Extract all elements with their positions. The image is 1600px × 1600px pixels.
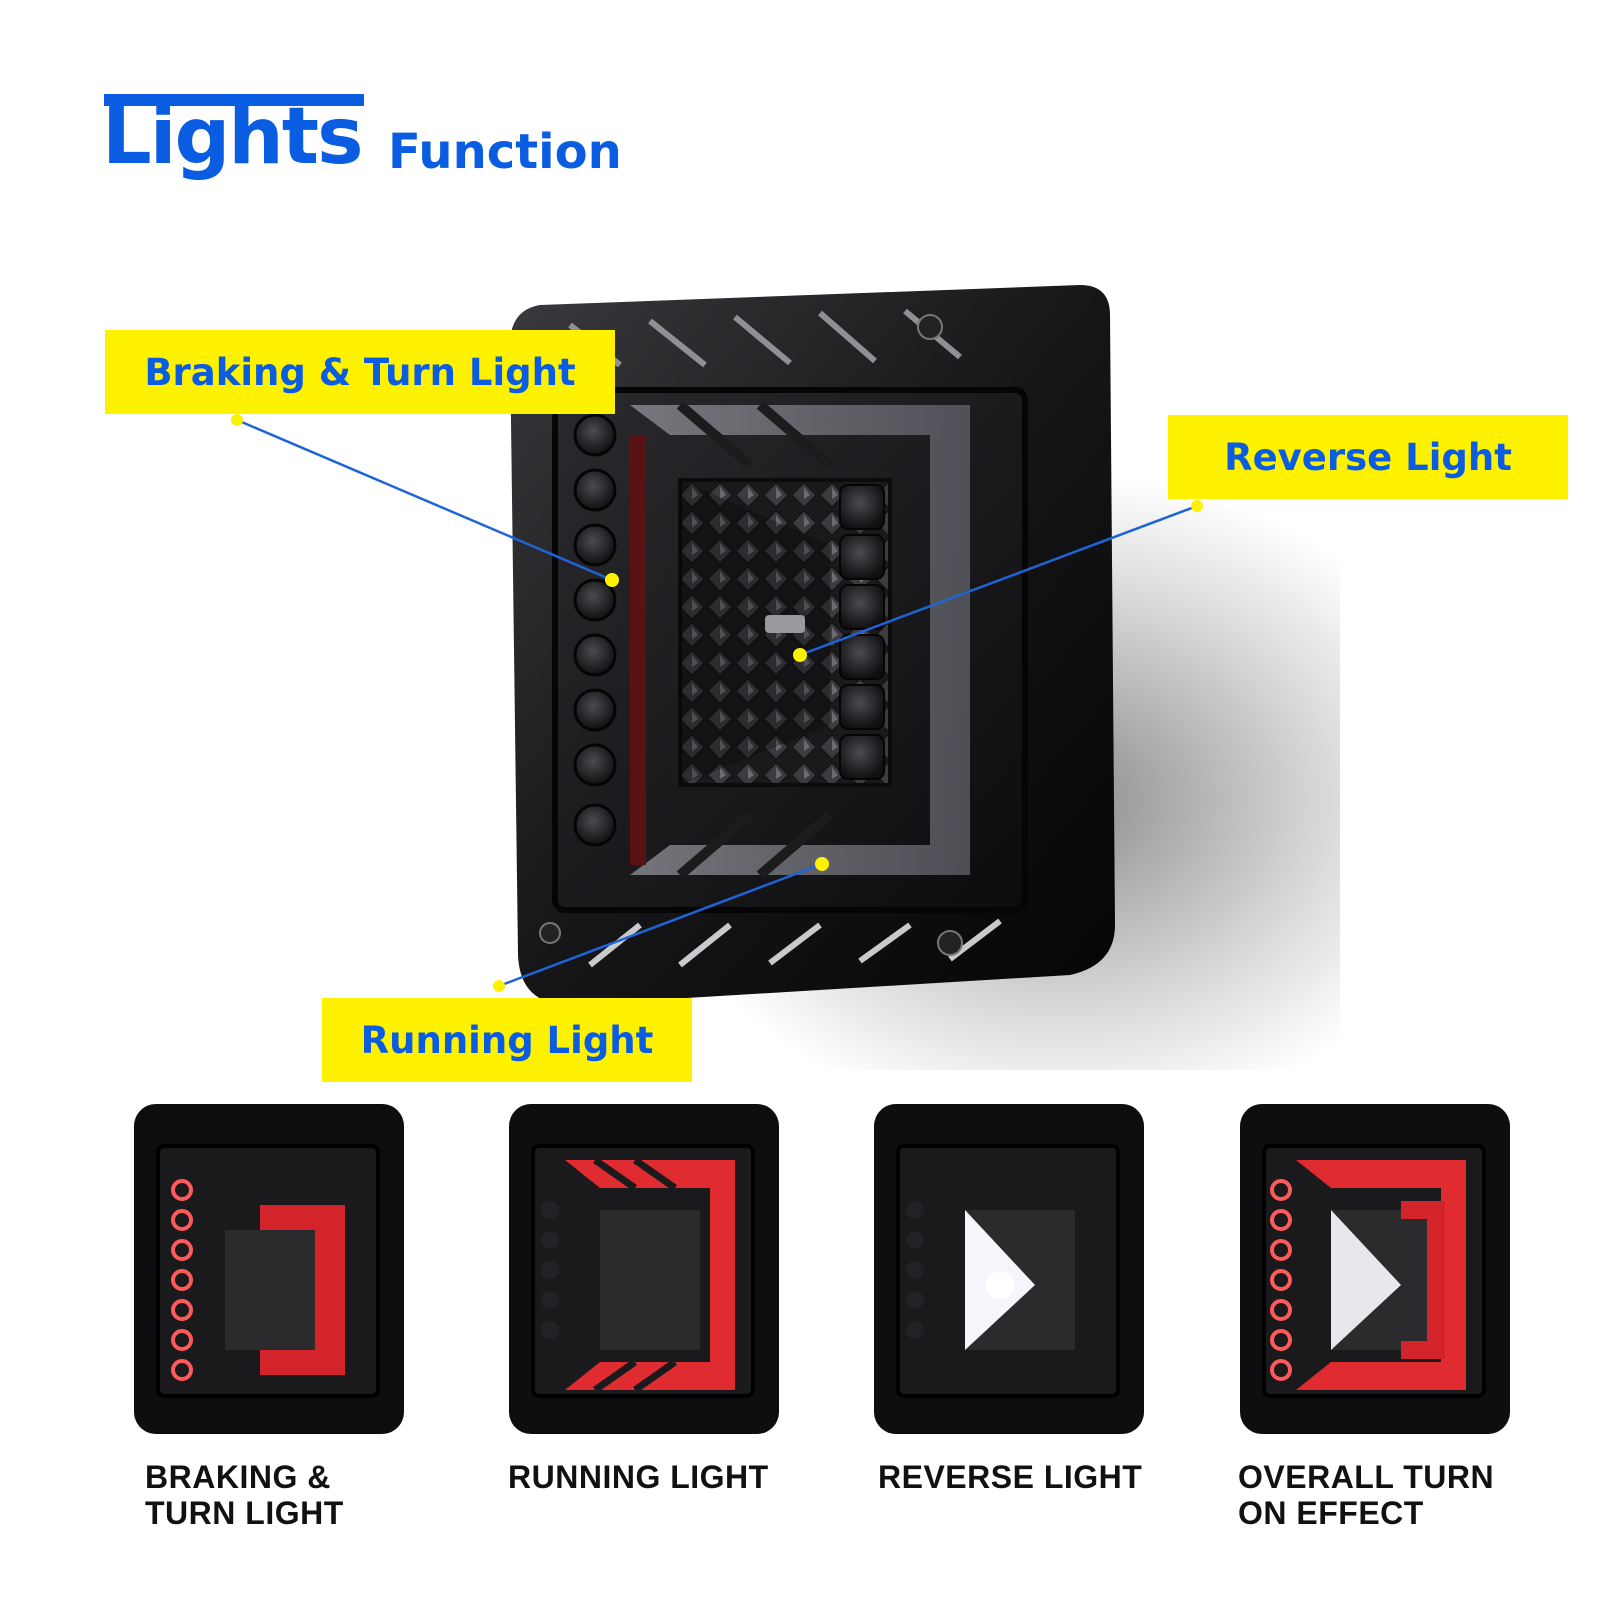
- page-subtitle: Function: [388, 124, 622, 180]
- thumbnail-braking-turn: [134, 1104, 404, 1434]
- thumbnail-reverse-light: [874, 1104, 1144, 1434]
- caption-braking-turn: BRAKING & TURN LIGHT: [145, 1459, 445, 1532]
- caption-line: ON EFFECT: [1238, 1494, 1424, 1531]
- thumbnail-running-light: [509, 1104, 779, 1434]
- caption-line: OVERALL TURN: [1238, 1459, 1495, 1495]
- caption-line: BRAKING &: [145, 1459, 331, 1495]
- thumbnail-overall-turn-on: [1240, 1104, 1510, 1434]
- callout-braking-turn-light: Braking & Turn Light: [105, 330, 615, 414]
- callout-reverse-light: Reverse Light: [1168, 415, 1568, 499]
- page-title: Lights: [102, 92, 364, 182]
- caption-reverse-light: REVERSE LIGHT: [878, 1459, 1198, 1496]
- callout-running-light: Running Light: [322, 998, 692, 1082]
- caption-running-light: RUNNING LIGHT: [508, 1459, 828, 1496]
- caption-line: TURN LIGHT: [145, 1494, 344, 1531]
- caption-line: REVERSE LIGHT: [878, 1459, 1143, 1495]
- caption-overall-turn-on: OVERALL TURN ON EFFECT: [1238, 1459, 1558, 1532]
- title-accent-bar: [104, 94, 364, 106]
- caption-line: RUNNING LIGHT: [508, 1459, 769, 1495]
